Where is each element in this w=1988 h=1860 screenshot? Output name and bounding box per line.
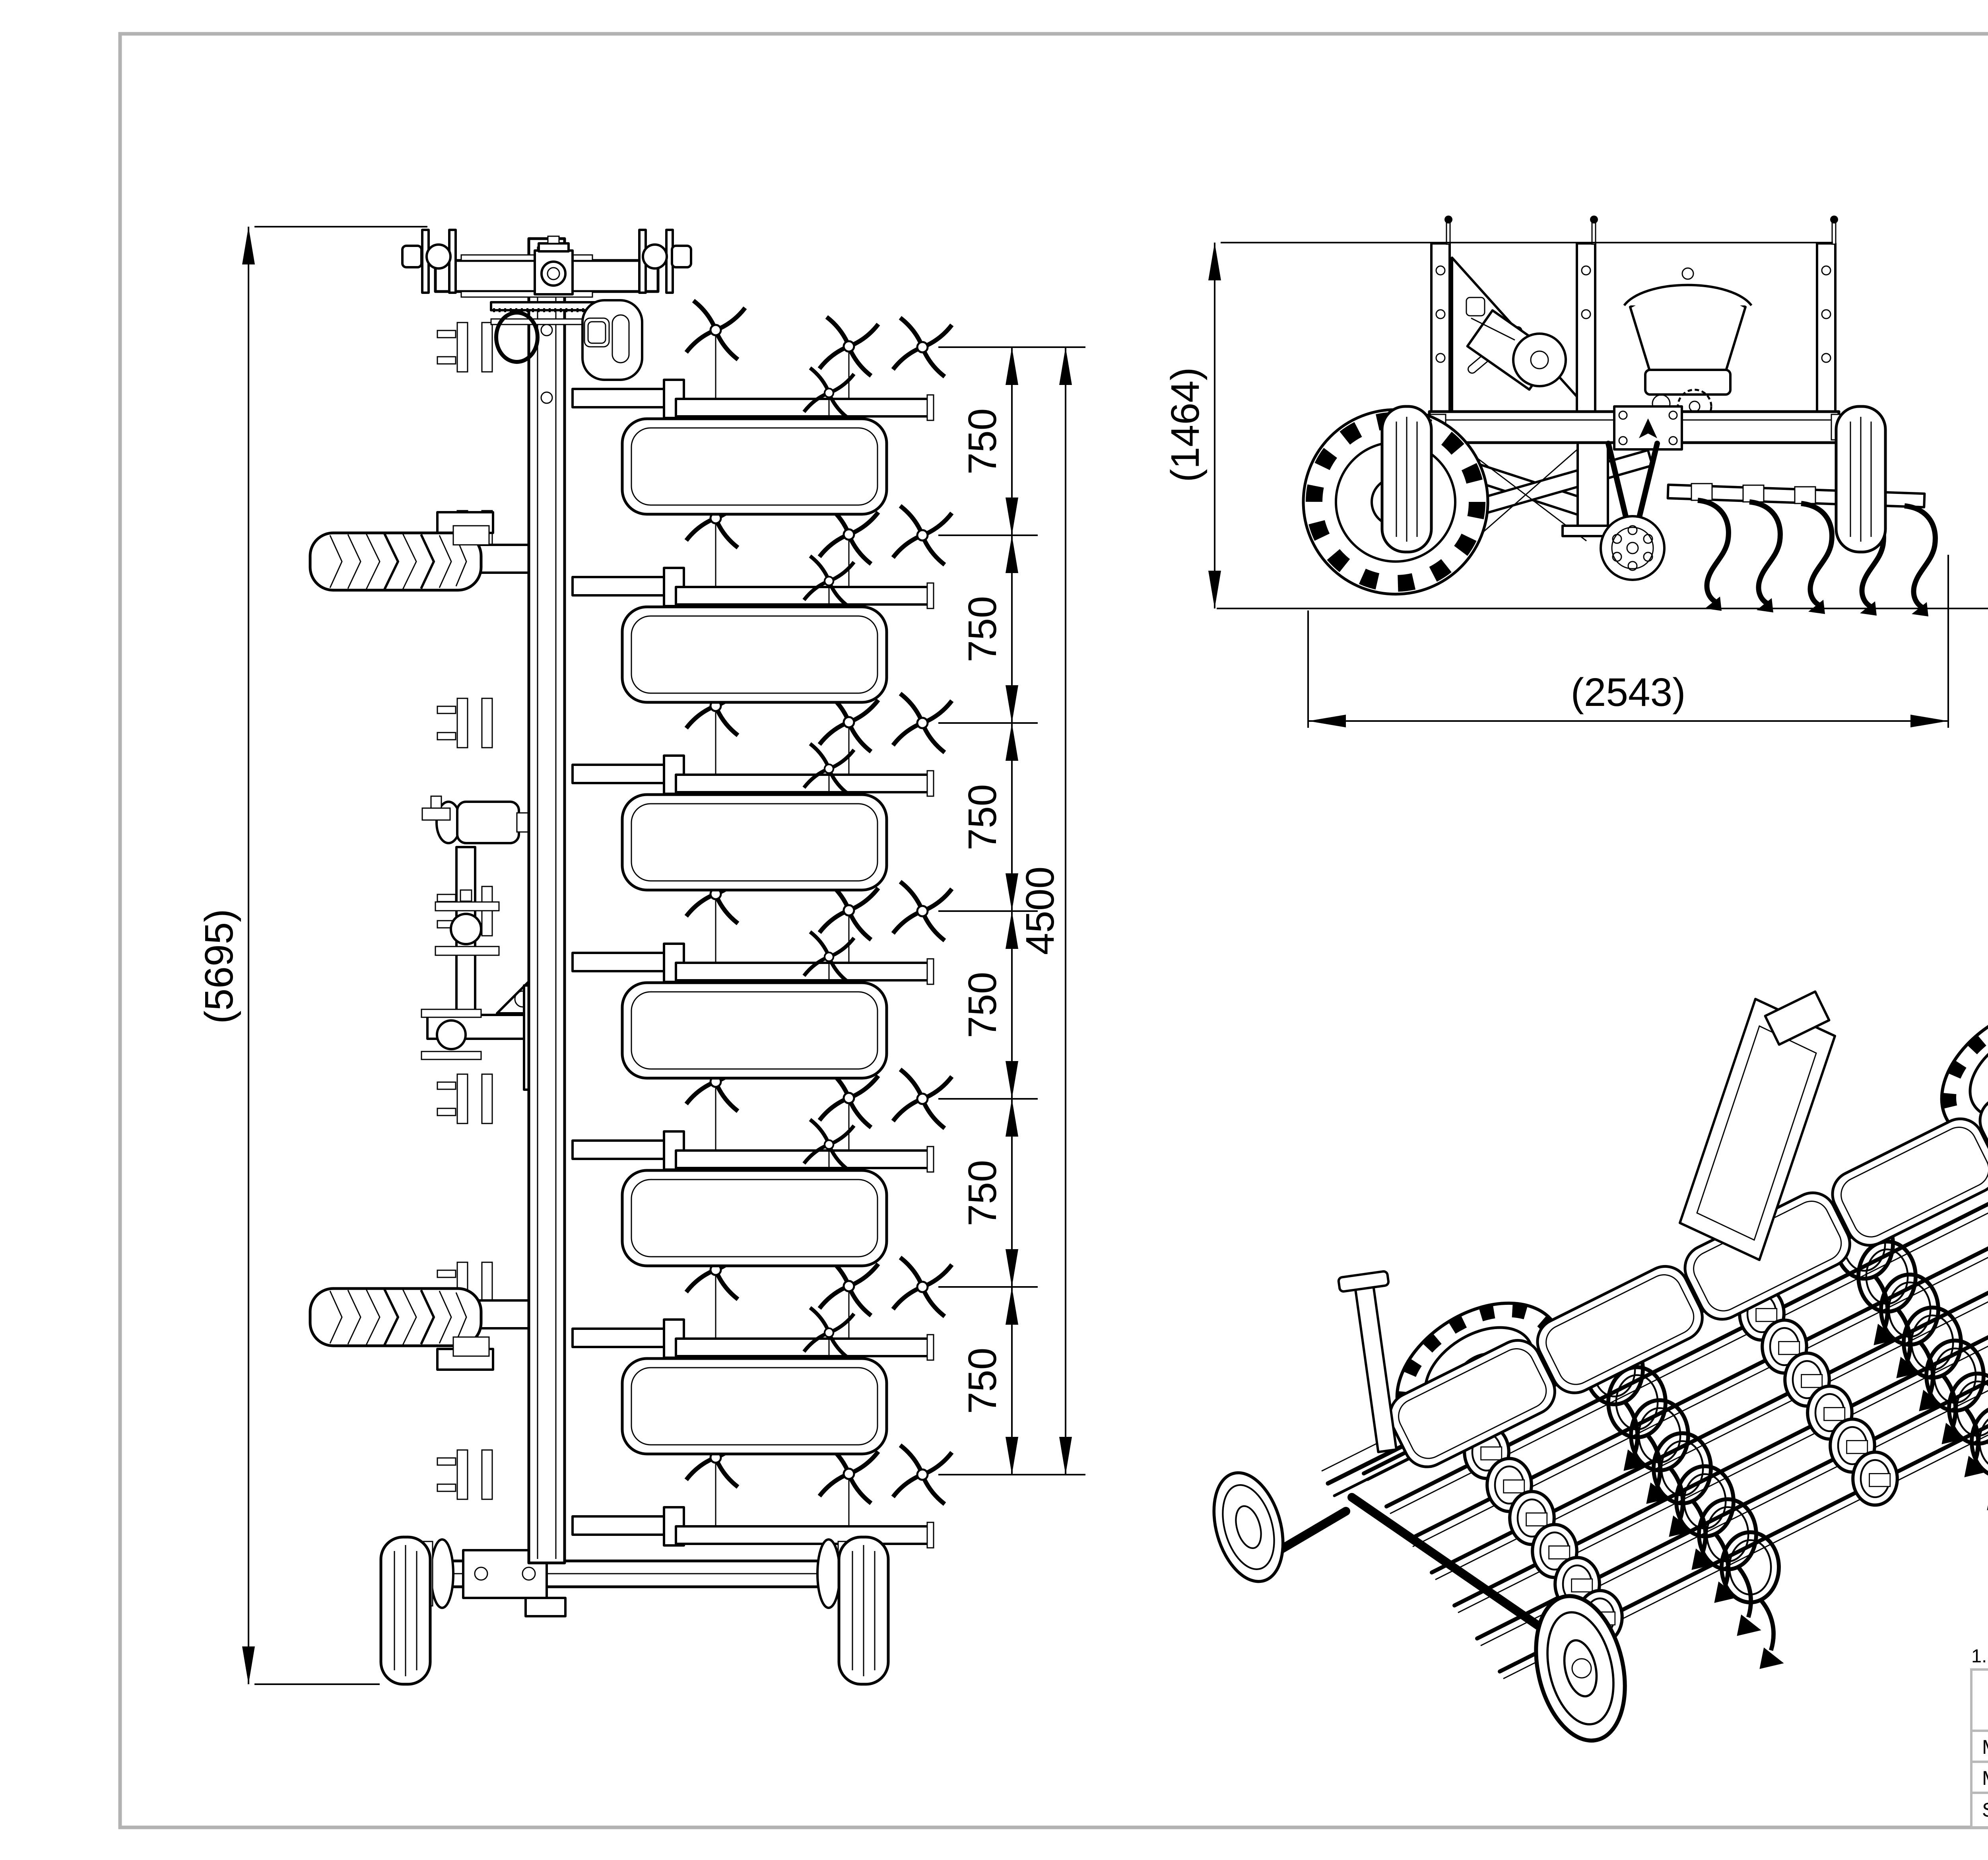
dim-row-spacing-6: 750 (960, 1348, 1005, 1414)
row-shield (621, 1357, 888, 1456)
row-unit (437, 865, 952, 985)
row-shield (621, 605, 888, 704)
dim-row-spacings: 750 750 750 750 750 750 (938, 346, 1085, 1475)
plan-view: 750 750 750 750 750 750 4500 (5695) (197, 226, 1085, 1684)
dim-row-spacing-2: 750 (960, 596, 1005, 663)
stine-section (1666, 483, 1936, 616)
iso-support-gear (1202, 1270, 1639, 1749)
sheet-border (118, 32, 1988, 1829)
row-shield (621, 981, 888, 1080)
transport-axle (381, 1537, 888, 1684)
drive-pulley (1466, 309, 1567, 391)
dim-front-height: (1464) (1163, 242, 1833, 608)
gauge-wheel-upper (310, 511, 530, 590)
dim-row-spacing-5: 750 (960, 1160, 1005, 1226)
scale-field: Scale: 1:25 (1982, 1799, 1988, 1821)
hitch-assembly (401, 229, 692, 381)
row-unit (437, 676, 952, 797)
iso-row-bar (1407, 1246, 1988, 1547)
row-shields (621, 417, 888, 1456)
row-shield (621, 1169, 888, 1267)
support-leg (421, 846, 544, 1091)
main-beam (527, 237, 566, 1565)
iso-row-bar (1475, 1219, 1988, 1646)
iso-row-bar (1452, 1335, 1988, 1613)
title-block: WGAgro WG 0002.452 Mass: 1721.16 Materia… (1970, 1668, 1988, 1829)
front-ribbed-tire-right (1835, 405, 1887, 554)
mass-field: Mass: 1721.16 (1982, 1736, 1988, 1758)
front-toolbar-beam (1423, 405, 1854, 451)
dim-working-width: 4500 (1018, 347, 1072, 1475)
row-unit (437, 1052, 952, 1173)
hydraulic-bracket (421, 795, 536, 844)
iso-hitch-frame (1679, 990, 1836, 1261)
isometric-view (1202, 853, 1988, 1749)
iso-shields (1388, 1044, 1988, 1468)
dim-row-spacing-4: 750 (960, 972, 1005, 1038)
iso-row-bar (1498, 1252, 1988, 1679)
material-field: Material: (1982, 1767, 1988, 1789)
row-shield (621, 417, 888, 516)
row-unit (437, 301, 952, 421)
dim-front-height-text: (1464) (1163, 367, 1208, 482)
front-view: (1464) (2543) (1163, 216, 1988, 728)
press-wheel (1600, 441, 1666, 581)
dim-overall-length-text: (5695) (197, 909, 241, 1024)
iso-row-bar (1384, 1202, 1988, 1514)
dim-front-width: (2543) (1307, 555, 1949, 728)
row-units (437, 301, 952, 1549)
front-ribbed-tire-left (1380, 405, 1433, 554)
dim-overall-length: (5695) (197, 227, 255, 1684)
dim-working-width-text: 4500 (1018, 867, 1062, 955)
row-unit (437, 1428, 952, 1549)
row-shield (621, 793, 888, 892)
dim-row-spacing-1: 750 (960, 408, 1005, 475)
drawing-note: 1. Possible dimensional deviations accor… (1971, 1645, 1988, 1666)
dim-row-spacing-3: 750 (960, 784, 1005, 851)
gauge-wheel-lower (310, 1289, 530, 1371)
dim-front-width-text: (2543) (1571, 670, 1685, 715)
iso-row-bar (1430, 1291, 1988, 1580)
seed-hopper (1623, 267, 1753, 424)
